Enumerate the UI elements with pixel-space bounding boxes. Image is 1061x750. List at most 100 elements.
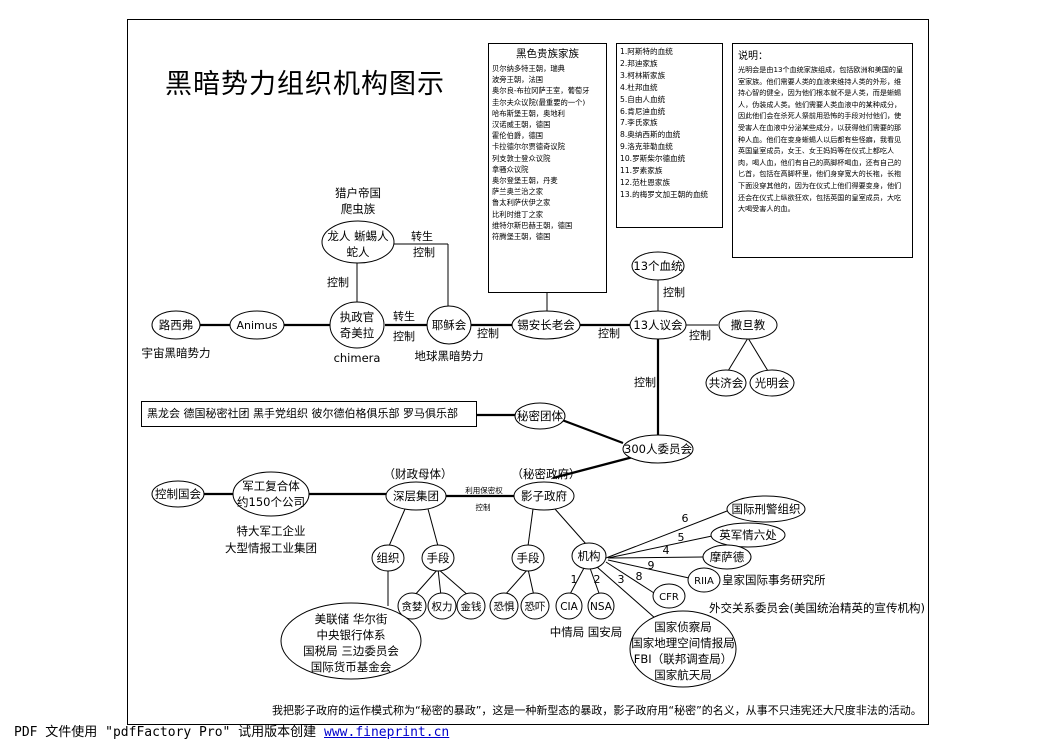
label-intel-l3: FBI（联邦调查局） bbox=[634, 652, 732, 666]
node-cia bbox=[555, 592, 583, 620]
edge-means-bribe bbox=[413, 568, 439, 597]
edge-deep-org bbox=[388, 508, 406, 547]
label-cia-cn: 中情局 bbox=[550, 625, 585, 639]
edge-label-control-5: 控制 bbox=[598, 326, 620, 340]
edge-label-control-4: 控制 bbox=[477, 326, 499, 340]
noble-family-item: 奥尔登堡王朝，丹麦 bbox=[492, 176, 558, 186]
edge-means-money bbox=[437, 568, 470, 597]
label-deepstate: 深层集团 bbox=[393, 489, 439, 503]
edge-satan-illuminati bbox=[747, 337, 769, 372]
label-mil-l1: 军工复合体 bbox=[242, 479, 300, 493]
node-blood13 bbox=[631, 251, 685, 281]
label-blood13: 13个血统 bbox=[633, 259, 683, 273]
bloodline-item: 9.洛克菲勒血统 bbox=[620, 142, 673, 152]
label-control-congress: 控制国会 bbox=[155, 487, 201, 501]
bloodline-item: 3.柯林斯家族 bbox=[620, 70, 666, 80]
edge-agency-mi6 bbox=[607, 535, 713, 559]
label-power: 权力 bbox=[432, 600, 453, 613]
noble-family-item: 霍伦伯爵，德国 bbox=[492, 131, 544, 141]
label-intel-l1: 国家侦察局 bbox=[654, 620, 712, 634]
node-animus bbox=[229, 310, 285, 340]
label-threat: 恐吓 bbox=[525, 601, 546, 613]
edge-label-transfer-1: 转生 bbox=[411, 229, 433, 243]
node-zion bbox=[511, 310, 581, 340]
label-deepstate-top: （财政母体） bbox=[384, 467, 453, 481]
edge-label-control-6: 控制 bbox=[663, 285, 685, 299]
noble-family-item: 卡拉德尔尔贾德奇议院 bbox=[492, 142, 565, 152]
bloodline-item: 4.杜邦血统 bbox=[620, 82, 658, 92]
noble-family-item: 拿骚众议院 bbox=[492, 164, 529, 174]
noble-family-item: 符腾堡王朝，德国 bbox=[492, 232, 551, 242]
noble-family-item: 哈布斯堡王朝，奥地利 bbox=[492, 108, 565, 118]
edge-means-fear bbox=[503, 568, 529, 597]
edge-label-use-secret-l2: 控制 bbox=[476, 502, 491, 512]
label-300: 300人委员会 bbox=[624, 442, 692, 456]
bloodline-item: 6.肯尼迪血统 bbox=[620, 106, 666, 116]
node-secret bbox=[514, 402, 566, 430]
pdf-watermark-link[interactable]: www.fineprint.cn bbox=[324, 725, 450, 740]
node-money bbox=[456, 592, 486, 620]
bloodline-item: 13.的梅罗文加王朝的血统 bbox=[620, 189, 709, 199]
label-nsa-cn: 国安局 bbox=[588, 625, 623, 639]
label-cfr: CFR bbox=[659, 592, 679, 603]
edge-agency-mossad bbox=[608, 556, 704, 559]
node-jesus bbox=[426, 305, 472, 345]
noble-family-box: 黑色贵族家族 贝尔纳多特王朝，瑞典波旁王朝，法国奥尔良-布拉冈萨王室，葡萄牙圭尔… bbox=[488, 43, 607, 293]
edge-shadow-means bbox=[527, 508, 534, 547]
node-agency bbox=[571, 542, 607, 570]
label-fin-l1: 美联储 华尔街 bbox=[315, 612, 388, 626]
label-riia: RIIA bbox=[694, 576, 714, 587]
bloodline-item: 8.奥纳西斯的血统 bbox=[620, 130, 681, 140]
node-org bbox=[371, 544, 405, 572]
label-agency: 机构 bbox=[578, 549, 601, 563]
label-cfr-cn: 外交关系委员会(美国统治精英的宣传机构) bbox=[709, 601, 925, 615]
node-archon bbox=[329, 301, 385, 349]
noble-family-item: 波旁王朝，法国 bbox=[492, 75, 544, 85]
edge-means-power bbox=[437, 568, 442, 597]
label-mason: 共济会 bbox=[709, 376, 744, 390]
explanation-box: 说明： 光明会是由13个血统家族组成，包括欧洲和美国的皇室家族。他们需要人类的血… bbox=[732, 43, 913, 258]
label-council13: 13人议会 bbox=[633, 318, 683, 332]
bloodline-item: 5.自由人血统 bbox=[620, 94, 666, 104]
edge-means-threat bbox=[527, 568, 535, 597]
label-universe: 宇宙黑暗势力 bbox=[142, 346, 211, 360]
edge-agency-cfr bbox=[605, 561, 655, 594]
node-means1 bbox=[421, 544, 455, 572]
node-mossad bbox=[702, 544, 752, 570]
label-org: 组织 bbox=[377, 551, 400, 565]
node-deepstate bbox=[385, 481, 447, 511]
edge-agency-cia bbox=[568, 567, 585, 597]
node-reptile bbox=[321, 220, 395, 264]
node-shadow bbox=[513, 481, 575, 511]
label-fear: 恐惧 bbox=[494, 600, 515, 613]
label-mil-sub-l2: 大型情报工业集团 bbox=[225, 541, 317, 555]
node-mil bbox=[232, 471, 310, 517]
node-mi6 bbox=[710, 522, 786, 548]
edge-satan-mason bbox=[727, 337, 749, 372]
edge-num-3: 3 bbox=[618, 573, 625, 586]
edge-deep-means bbox=[427, 508, 439, 547]
secret-orgs-box: 黑龙会 德国秘密社团 黑手党组织 彼尔德伯格俱乐部 罗马俱乐部 bbox=[141, 401, 477, 427]
label-illuminati: 光明会 bbox=[755, 376, 790, 390]
edge-agency-nsa bbox=[589, 567, 601, 597]
label-reptile-l2: 蛇人 bbox=[347, 245, 370, 259]
noble-family-list: 贝尔纳多特王朝，瑞典波旁王朝，法国奥尔良-布拉冈萨王室，葡萄牙圭尔夫众议院(最重… bbox=[492, 63, 603, 242]
edge-num-4: 4 bbox=[663, 544, 670, 557]
label-archon-l1: 执政官 bbox=[340, 310, 375, 324]
node-cfr bbox=[652, 583, 686, 609]
edge-num-1: 1 bbox=[571, 573, 578, 586]
edge-num-5: 5 bbox=[678, 531, 685, 544]
node-300 bbox=[622, 434, 694, 464]
label-animus: Animus bbox=[237, 319, 278, 332]
noble-family-item: 列支敦士登众议院 bbox=[492, 153, 551, 163]
edge-label-control-3: 控制 bbox=[393, 329, 415, 343]
label-hunter-l1: 猎户帝国 bbox=[335, 186, 381, 200]
bloodline-item: 2.邦迪家族 bbox=[620, 58, 658, 68]
node-mason bbox=[705, 369, 747, 397]
node-intel bbox=[629, 610, 737, 688]
bloodline-item: 10.罗斯柴尔德血统 bbox=[620, 154, 686, 164]
label-hunter-l2: 爬虫族 bbox=[341, 202, 376, 216]
node-satan bbox=[718, 310, 778, 340]
